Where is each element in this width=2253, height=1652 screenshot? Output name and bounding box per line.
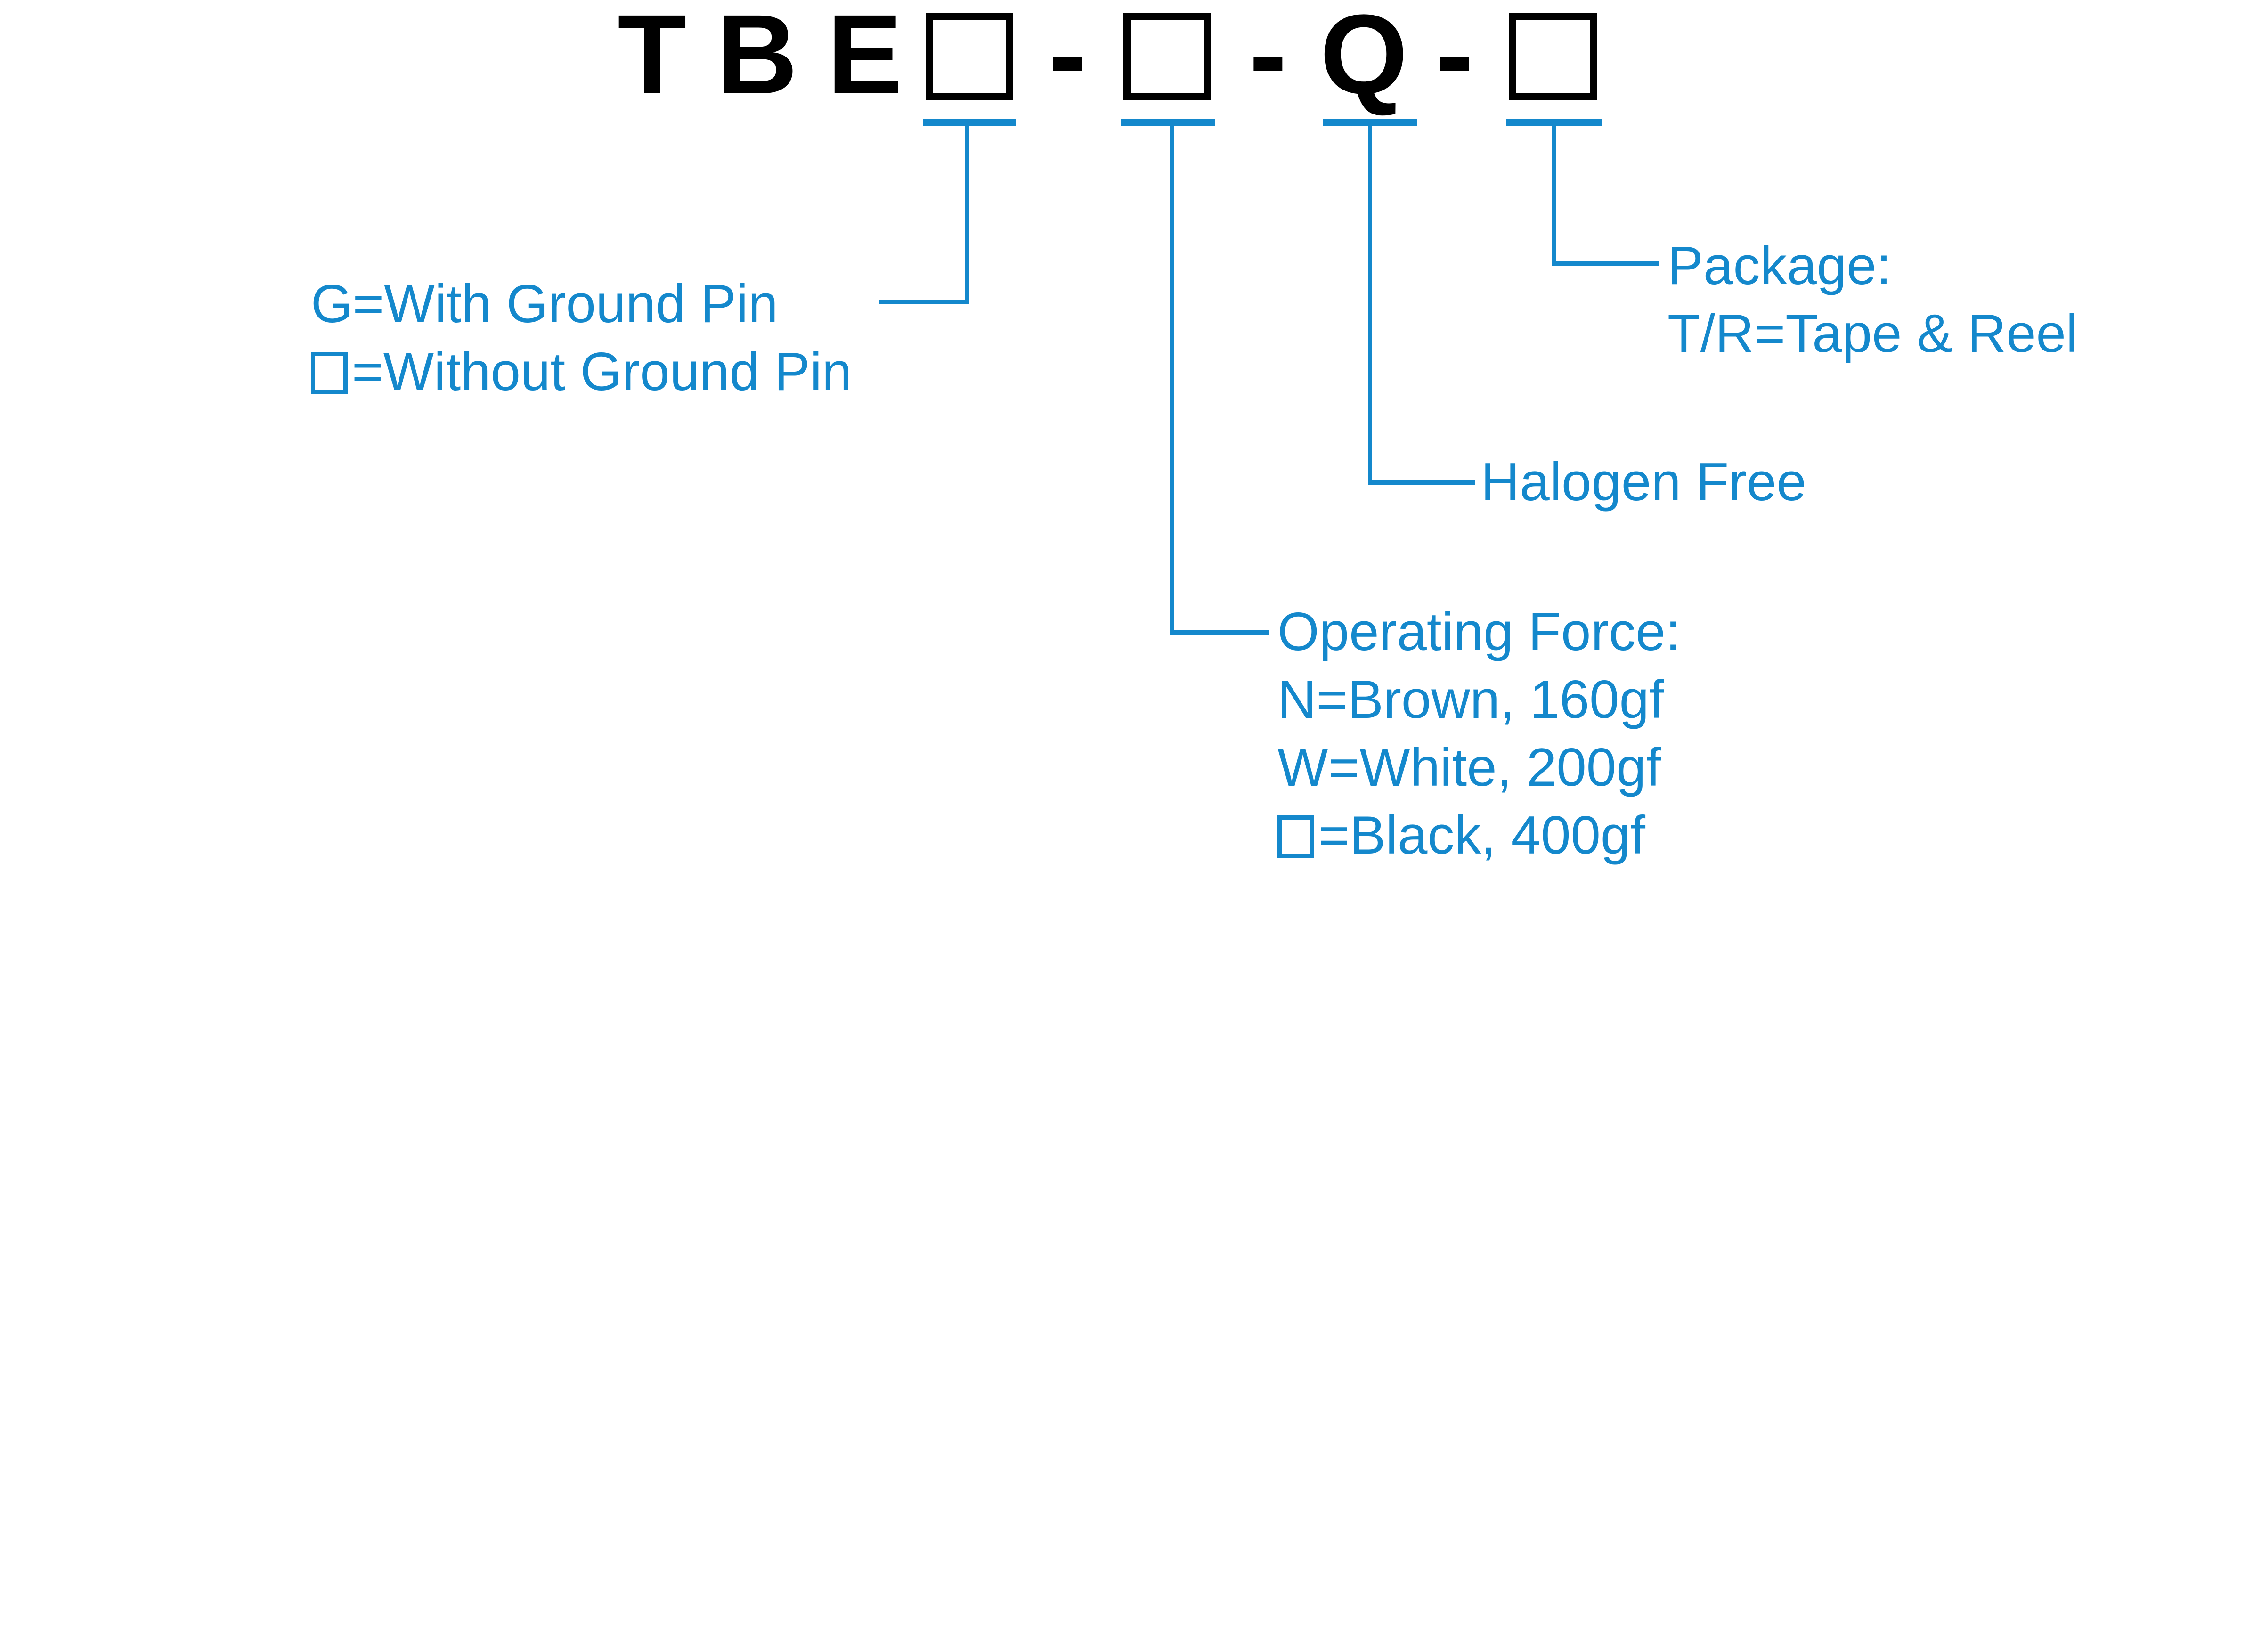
package-option-tr: T/R=Tape & Reel bbox=[1667, 305, 2078, 365]
operating-force-option-blank-label: =Black, 400gf bbox=[1318, 807, 1645, 866]
halogen-free-leader-horizontal bbox=[1368, 480, 1475, 485]
operating-force-code-box bbox=[1123, 13, 1211, 100]
dash-separator: - bbox=[1436, 0, 1473, 117]
halogen-free-underline bbox=[1323, 119, 1417, 126]
operating-force-underline bbox=[1121, 119, 1215, 126]
operating-force-callout: Operating Force: N=Brown, 160gf W=White,… bbox=[1277, 599, 1680, 871]
halogen-free-code-letter: Q bbox=[1320, 0, 1408, 117]
ground-pin-with-label: G=With Ground Pin bbox=[311, 276, 778, 335]
package-heading: Package: bbox=[1667, 237, 1892, 297]
ground-pin-leader-vertical bbox=[965, 124, 969, 304]
operating-force-option-blank-line: =Black, 400gf bbox=[1277, 803, 1680, 871]
operating-force-heading: Operating Force: bbox=[1277, 603, 1681, 663]
package-code-box bbox=[1509, 13, 1597, 100]
operating-force-option-w: W=White, 200gf bbox=[1277, 739, 1661, 798]
dash-separator: - bbox=[1249, 0, 1287, 117]
package-leader-vertical bbox=[1552, 124, 1556, 266]
ground-pin-callout: G=With Ground Pin =Without Ground Pin bbox=[311, 271, 852, 407]
ground-pin-underline bbox=[923, 119, 1016, 126]
ground-pin-without-line: =Without Ground Pin bbox=[311, 339, 852, 407]
dash-separator: - bbox=[1049, 0, 1086, 117]
halogen-free-callout: Halogen Free bbox=[1481, 449, 1806, 517]
halogen-free-label: Halogen Free bbox=[1481, 454, 1806, 513]
blank-code-box-icon bbox=[311, 352, 348, 394]
halogen-free-leader-vertical bbox=[1368, 124, 1372, 485]
package-callout: Package: T/R=Tape & Reel bbox=[1667, 233, 2078, 369]
blank-code-box-icon bbox=[1277, 815, 1314, 858]
operating-force-leader-vertical bbox=[1170, 124, 1174, 635]
package-underline bbox=[1506, 119, 1602, 126]
operating-force-leader-horizontal bbox=[1170, 630, 1269, 635]
ground-pin-without-label: =Without Ground Pin bbox=[352, 343, 852, 403]
package-leader-horizontal bbox=[1552, 261, 1659, 266]
ground-pin-leader-horizontal bbox=[879, 300, 969, 304]
part-number-prefix: TBE bbox=[618, 0, 932, 117]
operating-force-option-n: N=Brown, 160gf bbox=[1277, 671, 1664, 731]
ground-pin-code-box bbox=[926, 13, 1013, 100]
